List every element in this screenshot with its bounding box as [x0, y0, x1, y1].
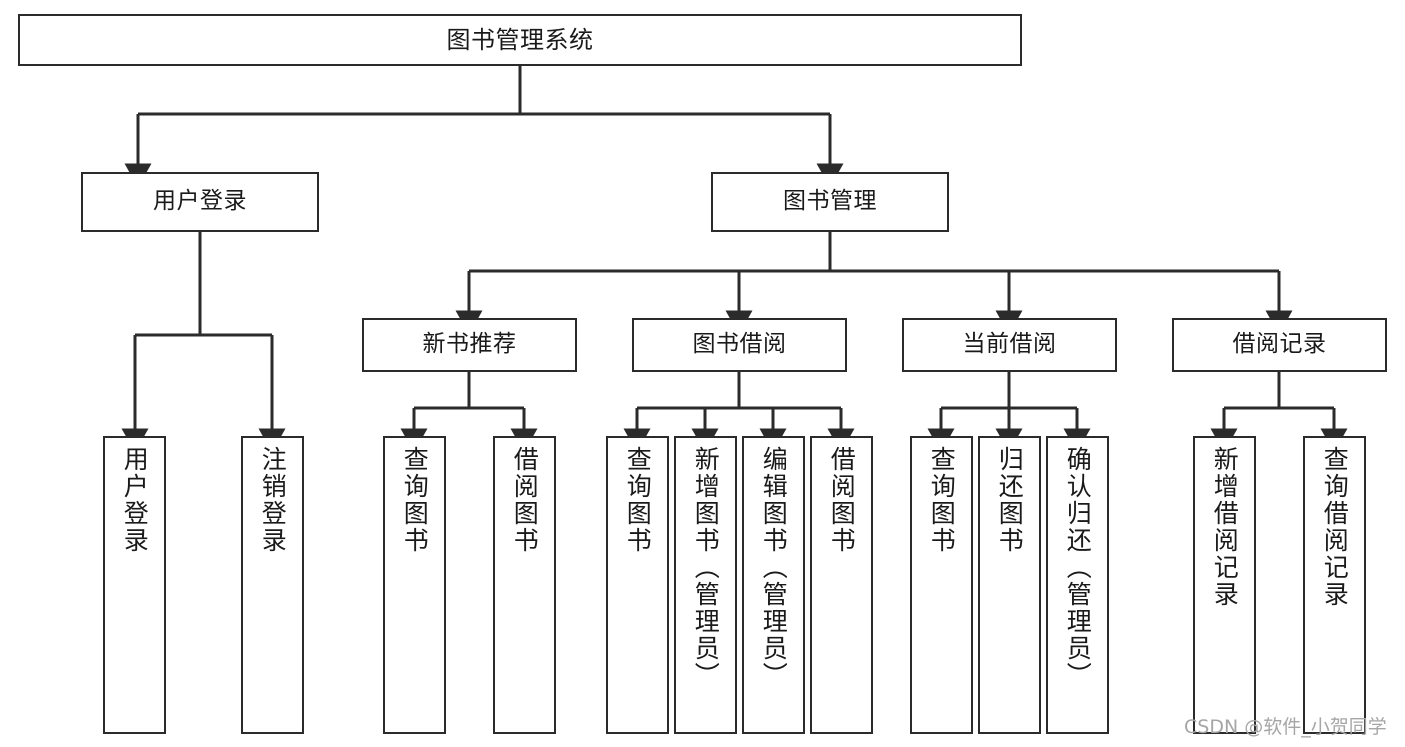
node-book-manage[interactable]: 图书管理	[711, 172, 949, 232]
node-leaf-borrow-book-2[interactable]: 借阅图书	[810, 436, 873, 734]
node-leaf-edit-book[interactable]: 编辑图书（管理员）	[742, 436, 805, 734]
node-root[interactable]: 图书管理系统	[18, 14, 1022, 66]
node-book-manage-label: 图书管理	[783, 188, 877, 215]
node-leaf-add-record[interactable]: 新增借阅记录	[1193, 436, 1256, 734]
node-leaf-borrow-book-1[interactable]: 借阅图书	[493, 436, 556, 734]
node-leaf-query-record[interactable]: 查询借阅记录	[1303, 436, 1366, 734]
node-leaf-logout-label: 注销登录	[258, 446, 288, 554]
node-leaf-user-login-label: 用户登录	[120, 446, 150, 554]
node-borrow-record-label: 借阅记录	[1232, 331, 1327, 358]
node-leaf-logout[interactable]: 注销登录	[241, 436, 304, 734]
node-new-book-recommend-label: 新书推荐	[422, 331, 517, 358]
node-leaf-confirm-return[interactable]: 确认归还（管理员）	[1046, 436, 1109, 734]
node-leaf-query-book-3-label: 查询图书	[927, 446, 957, 554]
node-book-borrow[interactable]: 图书借阅	[632, 318, 847, 372]
node-user-login-label: 用户登录	[153, 188, 247, 215]
node-leaf-query-book-1[interactable]: 查询图书	[383, 436, 446, 734]
node-leaf-borrow-book-1-label: 借阅图书	[510, 446, 540, 554]
node-current-borrow-label: 当前借阅	[962, 331, 1057, 358]
node-leaf-add-book-label: 新增图书（管理员）	[691, 446, 721, 689]
node-leaf-return-book[interactable]: 归还图书	[978, 436, 1041, 734]
node-leaf-add-book[interactable]: 新增图书（管理员）	[674, 436, 737, 734]
node-user-login[interactable]: 用户登录	[81, 172, 319, 232]
node-current-borrow[interactable]: 当前借阅	[902, 318, 1117, 372]
node-leaf-borrow-book-2-label: 借阅图书	[827, 446, 857, 554]
node-new-book-recommend[interactable]: 新书推荐	[362, 318, 577, 372]
watermark: CSDN @软件_小贺同学	[1184, 716, 1387, 738]
node-book-borrow-label: 图书借阅	[692, 331, 787, 358]
node-leaf-query-record-label: 查询借阅记录	[1320, 446, 1350, 608]
node-leaf-add-record-label: 新增借阅记录	[1210, 446, 1240, 608]
node-leaf-edit-book-label: 编辑图书（管理员）	[759, 446, 789, 689]
node-leaf-confirm-return-label: 确认归还（管理员）	[1063, 446, 1093, 689]
node-leaf-query-book-2-label: 查询图书	[623, 446, 653, 554]
node-leaf-return-book-label: 归还图书	[995, 446, 1025, 554]
node-leaf-query-book-2[interactable]: 查询图书	[606, 436, 669, 734]
node-leaf-query-book-1-label: 查询图书	[400, 446, 430, 554]
node-borrow-record[interactable]: 借阅记录	[1172, 318, 1387, 372]
node-leaf-user-login[interactable]: 用户登录	[103, 436, 166, 734]
node-root-label: 图书管理系统	[446, 25, 594, 54]
node-leaf-query-book-3[interactable]: 查询图书	[910, 436, 973, 734]
